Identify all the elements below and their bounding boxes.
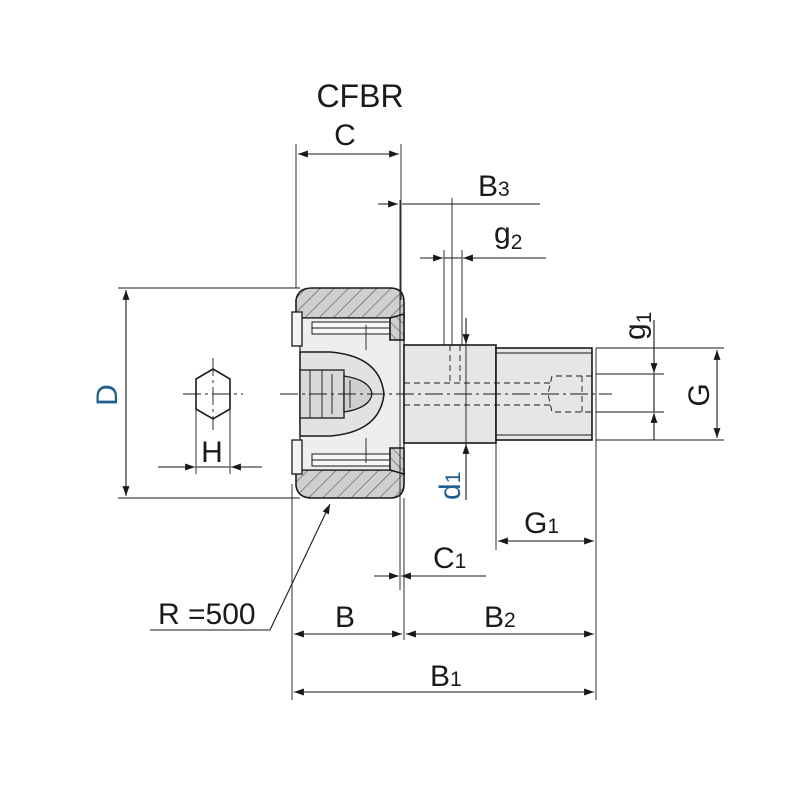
label-g: G (683, 383, 716, 406)
label-b3: B3 (478, 170, 510, 203)
label-b: B (335, 601, 355, 634)
outer-ring-bottom (295, 469, 405, 499)
cam-follower-part (280, 287, 612, 499)
label-g1: g1 (619, 312, 656, 340)
label-g1-thread: G1 (524, 507, 559, 540)
label-d1: d1 (434, 472, 467, 500)
label-c: C (334, 119, 356, 152)
label-d: D (91, 384, 124, 406)
hex-end-view (183, 358, 243, 430)
label-b1: B1 (430, 660, 462, 693)
outer-ring-top (295, 287, 405, 319)
label-c1: C1 (433, 542, 466, 575)
label-h: H (201, 436, 223, 469)
hex-socket (547, 375, 592, 413)
label-g2: g2 (494, 217, 522, 254)
label-b2: B2 (484, 601, 516, 634)
seal-right-top (389, 312, 405, 341)
side-plate-left-top (291, 311, 303, 347)
side-plate-left-bottom (291, 439, 303, 475)
dimension-lines (118, 144, 724, 700)
title-label: CFBR (316, 78, 403, 114)
seal-right-bottom (389, 447, 405, 476)
label-r500: R =500 (158, 598, 256, 631)
